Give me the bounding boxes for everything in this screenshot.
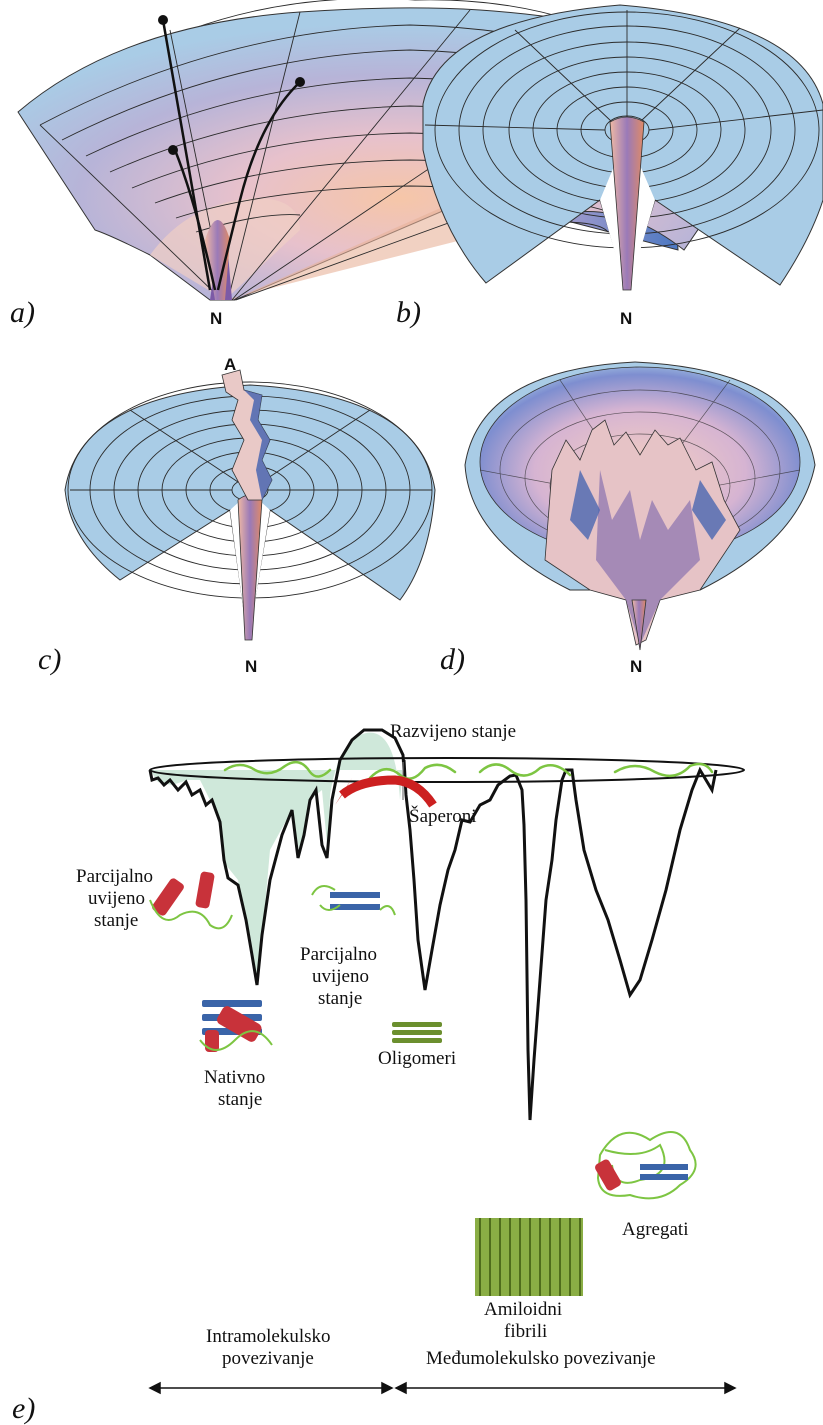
amyloid-line-1: Amiloidni [484, 1299, 562, 1320]
intermolecular-range-arrow [394, 1381, 737, 1395]
native-state-label-c: N [245, 657, 257, 676]
panel-label-d: d) [440, 643, 465, 676]
native-line-2: stanje [218, 1089, 262, 1110]
panel-label-a: a) [10, 296, 35, 329]
intra-line-2: povezivanje [222, 1348, 314, 1369]
panel-label-e: e) [12, 1392, 35, 1425]
native-state-label-b: N [620, 309, 632, 328]
native-state-protein-icon [199, 1000, 273, 1052]
partial-mid-line-2: uvijeno [312, 966, 369, 987]
partial-folded-sheet-icon [311, 885, 396, 916]
aggregate-icon [595, 1131, 697, 1200]
panel-label-c: c) [38, 643, 61, 676]
native-state-label-a: N [210, 309, 222, 328]
partial-mid-line-3: stanje [318, 988, 362, 1009]
panel-a-trajectories [161, 19, 301, 291]
partial-mid-line-1: Parcijalno [300, 944, 377, 965]
trajectory-start-dot [168, 145, 178, 155]
intramolecular-range-arrow [148, 1381, 394, 1395]
inter-label: Međumolekulsko povezivanje [426, 1348, 656, 1369]
panel-e-landscape [148, 728, 745, 1121]
intra-line-1: Intramolekulsko [206, 1326, 331, 1347]
amyloid-line-2: fibrili [504, 1321, 547, 1342]
partial-left-line-1: Parcijalno [76, 866, 153, 887]
unfolded-state-label: Razvijeno stanje [390, 721, 516, 742]
panel-c-funnel [64, 369, 436, 645]
oligomer-icon [392, 1022, 442, 1043]
aggregate-state-label-c: A [224, 355, 236, 374]
aggregates-label: Agregati [622, 1219, 688, 1240]
partial-left-line-2: uvijeno [88, 888, 145, 909]
panel-d-bowl [464, 361, 816, 651]
chaperones-label: Šaperoni [409, 805, 477, 827]
trajectory-start-dot [158, 15, 168, 25]
trajectory-start-dot [295, 77, 305, 87]
partial-folded-helices-icon [149, 871, 233, 930]
native-state-label-d: N [630, 657, 642, 676]
panel-b-funnel [422, 4, 823, 295]
amyloid-fibril-icon [475, 1218, 583, 1296]
oligomers-label: Oligomeri [378, 1048, 456, 1069]
panel-label-b: b) [396, 296, 421, 329]
native-line-1: Nativno [204, 1067, 265, 1088]
partial-left-line-3: stanje [94, 910, 138, 931]
